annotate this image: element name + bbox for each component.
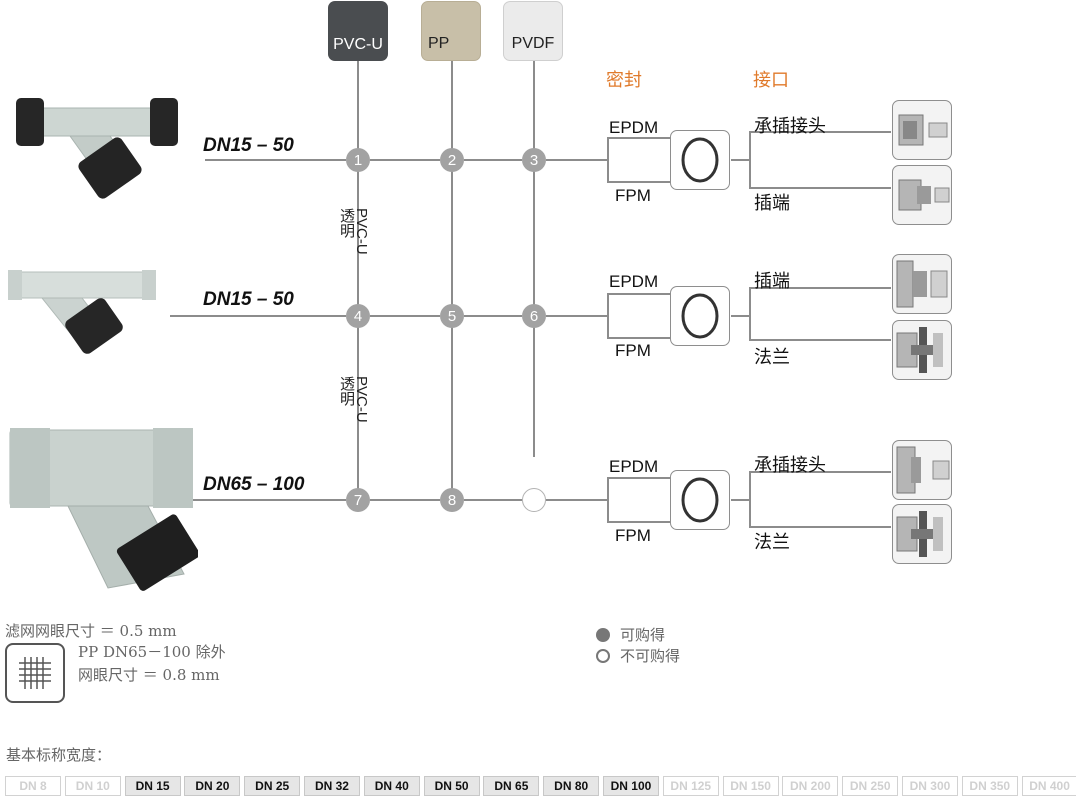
mesh-note-line1: 滤网网眼尺寸 ＝ 0.5 mm — [5, 622, 177, 640]
dn-scale-cell: DN 150 — [722, 776, 779, 796]
node-3: 3 — [522, 148, 546, 172]
node-5: 5 — [440, 304, 464, 328]
mesh-note-line2: PP DN65－100 除外 — [78, 643, 226, 661]
legend-available: 可购得 — [596, 624, 665, 645]
row1-conn-spigot: 插端 — [754, 193, 790, 213]
dn-scale-cell: DN 65 — [483, 776, 540, 796]
dn-scale-cell: DN 100 — [602, 776, 659, 796]
body-label-1-transparent: 透明 — [338, 208, 355, 238]
row3-conn-flange: 法兰 — [754, 532, 790, 552]
flange-icon — [892, 320, 952, 380]
dn-scale-cell: DN 400 — [1021, 776, 1076, 796]
row3-conn-socket: 承插接头 — [754, 455, 826, 475]
material-pp-box: PP — [421, 1, 481, 61]
dn-scale-cell: DN 350 — [961, 776, 1018, 796]
strainer-image-large — [9, 428, 198, 591]
seal-header: 密封 — [606, 70, 642, 90]
node-1: 1 — [346, 148, 370, 172]
spigot-end-icon — [892, 165, 952, 225]
strainer-image-small-clear — [8, 270, 156, 354]
socket-joint-icon — [892, 440, 952, 500]
dn-scale-cell: DN 32 — [303, 776, 360, 796]
nominal-width-title: 基本标称宽度： — [6, 746, 112, 764]
row3-size-label: DN65 – 100 — [203, 474, 305, 495]
filled-circle-icon — [596, 627, 610, 642]
hollow-circle-icon — [596, 648, 610, 663]
dn-scale-cell: DN 50 — [423, 776, 480, 796]
node-7: 7 — [346, 488, 370, 512]
material-pvcu-box: PVC-U — [328, 1, 388, 61]
body-label-1: PVC-U 透明 — [338, 208, 370, 255]
dn-scale-cell: DN 40 — [363, 776, 420, 796]
row1-conn-socket: 承插接头 — [754, 116, 826, 136]
dn-scale-cell: DN 300 — [901, 776, 958, 796]
material-pvcu-label: PVC-U — [333, 36, 383, 53]
dn-scale-cell: DN 15 — [124, 776, 181, 796]
mesh-note-line3: 网眼尺寸 ＝ 0.8 mm — [78, 666, 220, 684]
dn-scale-cell: DN 8 — [5, 776, 61, 796]
node-8: 8 — [440, 488, 464, 512]
row1-seal-fpm: FPM — [615, 186, 651, 205]
oring-icon — [670, 470, 730, 530]
mesh-grid-icon — [5, 643, 65, 703]
socket-joint-icon — [892, 100, 952, 160]
oring-icon — [670, 130, 730, 190]
row3-seal-fpm: FPM — [615, 526, 651, 545]
oring-icon — [670, 286, 730, 346]
material-pvdf-box: PVDF — [503, 1, 563, 61]
row2-conn-spigot: 插端 — [754, 271, 790, 291]
dn-scale-cell: DN 10 — [64, 776, 121, 796]
legend-unavailable-label: 不可购得 — [620, 648, 681, 665]
row2-size-label: DN15 – 50 — [203, 289, 294, 310]
row3-seal-epdm: EPDM — [609, 457, 659, 476]
row2-conn-flange: 法兰 — [754, 347, 790, 367]
dn-scale-cell: DN 20 — [184, 776, 241, 796]
row1-size-label: DN15 – 50 — [203, 135, 294, 156]
flange-icon — [892, 504, 952, 564]
body-label-1-material: PVC-U — [353, 208, 370, 255]
dn-scale-cell: DN 250 — [842, 776, 899, 796]
material-pvdf-label: PVDF — [511, 35, 555, 52]
body-label-2-material: PVC-U — [353, 376, 370, 423]
strainer-image-small-dark — [16, 98, 178, 199]
node-6: 6 — [522, 304, 546, 328]
row1-seal-epdm: EPDM — [609, 118, 659, 137]
legend-unavailable: 不可购得 — [596, 645, 680, 666]
body-label-2-transparent: 透明 — [338, 376, 355, 406]
material-pp-label: PP — [428, 35, 450, 52]
body-label-2: PVC-U 透明 — [338, 376, 370, 423]
node-unavailable — [522, 488, 546, 512]
dn-scale-cell: DN 125 — [662, 776, 719, 796]
row2-seal-epdm: EPDM — [609, 272, 659, 291]
row2-seal-fpm: FPM — [615, 341, 651, 360]
node-4: 4 — [346, 304, 370, 328]
connection-header: 接口 — [753, 70, 789, 90]
spigot-end-icon — [892, 254, 952, 314]
node-2: 2 — [440, 148, 464, 172]
legend-available-label: 可购得 — [620, 627, 666, 644]
dn-scale-cell: DN 25 — [244, 776, 301, 796]
dn-scale-cell: DN 200 — [782, 776, 839, 796]
dn-scale-cell: DN 80 — [543, 776, 600, 796]
